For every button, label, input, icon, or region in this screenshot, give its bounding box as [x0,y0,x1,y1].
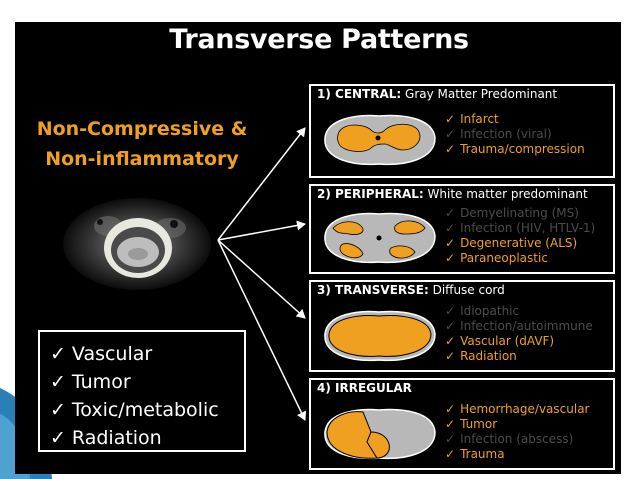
subtitle-line-1: Non-Compressive & [36,118,248,140]
pattern-item: ✓Infection (abscess) [445,432,574,446]
checkmark-icon: ✓ [445,432,456,446]
left-category-list: ✓Vascular ✓Tumor ✓Toxic/metabolic ✓Radia… [40,332,244,452]
pattern-item: ✓Infection (HIV, HTLV-1) [445,221,596,235]
checkmark-icon: ✓ [445,349,456,363]
pattern-box-transverse: 3) TRANSVERSE: Diffuse cord ✓Idiopathic … [309,280,615,372]
checkmark-icon: ✓ [445,447,456,461]
arrow-to-transverse [217,239,306,319]
cord-diagram-transverse [324,310,436,362]
pattern-item: ✓Paraneoplastic [445,251,548,265]
checkmark-icon: ✓ [445,127,456,141]
slide-title: Transverse Patterns [169,24,469,55]
pattern-item: ✓Trauma [445,447,505,461]
left-list-item: ✓Tumor [50,371,131,393]
pattern-item-list: ✓Hemorrhage/vascular ✓Tumor ✓Infection (… [445,402,589,462]
pattern-box-central: 1) CENTRAL: Gray Matter Predominant ✓Inf… [309,84,615,178]
pattern-heading: 4) IRREGULAR [317,381,412,395]
checkmark-icon: ✓ [445,221,456,235]
checkmark-icon: ✓ [445,402,456,416]
pattern-item: ✓Hemorrhage/vascular [445,402,590,416]
pattern-item-list: ✓Infarct ✓Infection (viral) ✓Trauma/comp… [445,112,585,157]
cord-diagram-irregular [324,408,436,460]
pattern-item: ✓Infarct [445,112,499,126]
cord-diagram-central [324,114,436,166]
pattern-item: ✓Radiation [445,349,517,363]
left-list-item: ✓Radiation [50,427,162,449]
checkmark-icon: ✓ [445,334,456,348]
pattern-item: ✓Degenerative (ALS) [445,236,578,250]
arrow-to-central [217,127,306,241]
checkmark-icon: ✓ [445,251,456,265]
pattern-heading: 3) TRANSVERSE: Diffuse cord [317,283,505,297]
pattern-item: ✓Infection/autoimmune [445,319,593,333]
arrow-to-irregular [217,239,307,421]
pattern-item: ✓Idiopathic [445,304,520,318]
cord-diagram-peripheral [324,212,436,264]
pattern-item: ✓Vascular (dAVF) [445,334,555,348]
pattern-item: ✓Infection (viral) [445,127,552,141]
pattern-item: ✓Tumor [445,417,498,431]
left-category-box: ✓Vascular ✓Tumor ✓Toxic/metabolic ✓Radia… [38,330,246,452]
checkmark-icon: ✓ [445,112,456,126]
left-list-item: ✓Vascular [50,343,153,365]
checkmark-icon: ✓ [445,417,456,431]
arrow-to-peripheral [217,220,306,241]
mri-cross-section-image [63,198,211,290]
pattern-box-peripheral: 2) PERIPHERAL: White matter predominant … [309,184,615,274]
pattern-heading: 1) CENTRAL: Gray Matter Predominant [317,87,558,101]
checkmark-icon: ✓ [445,142,456,156]
pattern-heading: 2) PERIPHERAL: White matter predominant [317,187,588,201]
checkmark-icon: ✓ [445,206,456,220]
left-list-item: ✓Toxic/metabolic [50,399,219,421]
checkmark-icon: ✓ [50,371,66,393]
checkmark-icon: ✓ [50,343,66,365]
pattern-item: ✓Trauma/compression [445,142,585,156]
checkmark-icon: ✓ [445,236,456,250]
subtitle-line-2: Non-inflammatory [45,148,239,170]
checkmark-icon: ✓ [445,304,456,318]
pattern-item: ✓Demyelinating (MS) [445,206,579,220]
pattern-item-list: ✓Demyelinating (MS) ✓Infection (HIV, HTL… [445,206,595,266]
pattern-box-irregular: 4) IRREGULAR ✓Hemorrhage/vascular ✓Tumor… [309,378,615,470]
checkmark-icon: ✓ [445,319,456,333]
checkmark-icon: ✓ [50,427,66,449]
checkmark-icon: ✓ [50,399,66,421]
pattern-item-list: ✓Idiopathic ✓Infection/autoimmune ✓Vascu… [445,304,593,364]
